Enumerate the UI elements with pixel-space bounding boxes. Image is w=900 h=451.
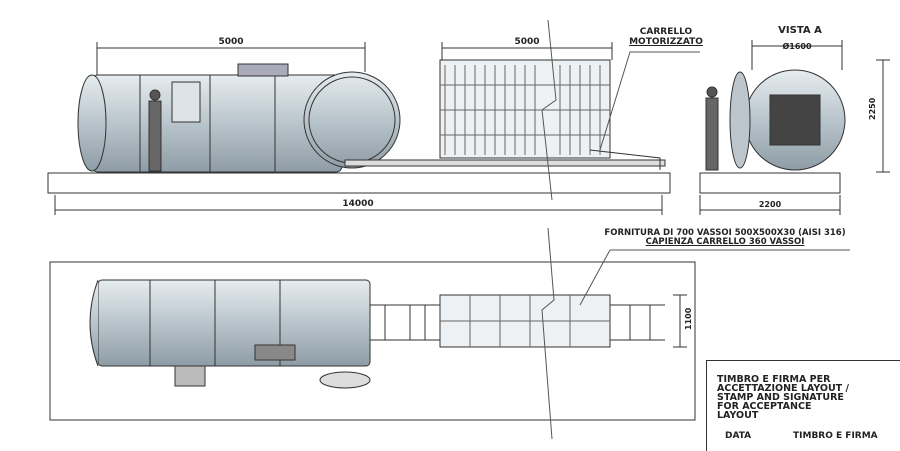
dim-cart-length: 5000 [514, 37, 540, 47]
operator-figure [148, 89, 162, 172]
plan-view [49, 227, 850, 439]
stamp-instructions: TIMBRO E FIRMA PER ACCETTAZIONE LAYOUT /… [717, 374, 849, 421]
control-panel [171, 81, 201, 123]
tray-cart [439, 59, 661, 170]
break-line [541, 19, 557, 201]
dim-tank-length: 5000 [218, 37, 244, 47]
end-view [699, 40, 890, 215]
stamp-signature-label: TIMBRO E FIRMA [793, 431, 878, 441]
stamp-box: TIMBRO E FIRMA PER ACCETTAZIONE LAYOUT /… [706, 360, 900, 451]
dim-end-height: 2250 [868, 97, 877, 120]
end-view-title: VISTA A [778, 25, 822, 36]
date-label: DATA [725, 431, 752, 441]
tray-supply-note: FORNITURA DI 700 VASSOI 500X500X30 (AISI… [604, 228, 846, 238]
cart-label-line1: CARRELLO [639, 27, 693, 37]
dim-diameter: Ø1600 [782, 42, 812, 51]
technical-drawing [47, 19, 890, 439]
cart-label-line2: MOTORIZZATO [629, 37, 703, 47]
dim-end-width: 2200 [758, 200, 782, 209]
dim-plan-width: 1100 [684, 307, 693, 330]
cart-capacity-note: CAPIENZA CARRELLO 360 VASSOI [645, 237, 805, 247]
dim-line [96, 42, 366, 75]
autoclave-door [303, 71, 401, 169]
dim-total-length: 14000 [342, 199, 374, 209]
side-view [47, 19, 700, 215]
base-frame [47, 172, 671, 194]
